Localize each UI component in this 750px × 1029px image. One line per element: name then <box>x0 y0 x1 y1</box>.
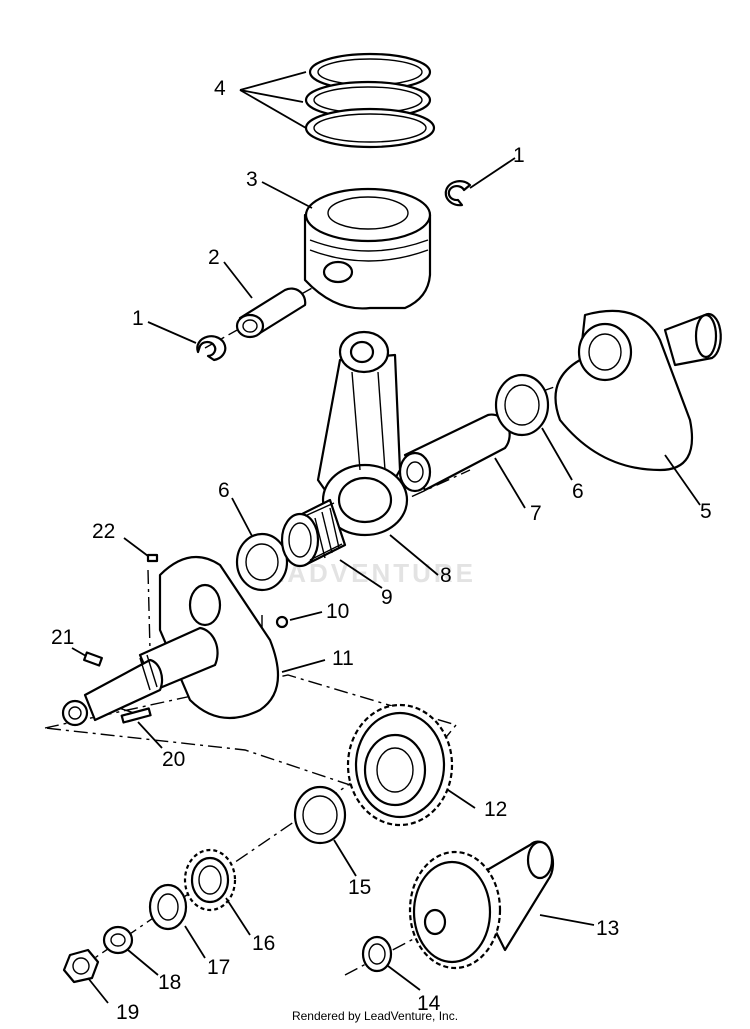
washer-14 <box>361 935 393 973</box>
callout-3: 3 <box>246 168 258 191</box>
callout-15: 15 <box>348 876 371 899</box>
crank-pin <box>398 413 511 493</box>
callout-1-left: 1 <box>132 307 144 330</box>
callout-22: 22 <box>92 520 115 543</box>
callout-21: 21 <box>51 626 74 649</box>
callout-12: 12 <box>484 798 507 821</box>
callout-10: 10 <box>326 600 349 623</box>
pin-20 <box>120 707 152 724</box>
callout-19: 19 <box>116 1001 139 1024</box>
callout-numbers: 4 3 1 2 1 6 6 7 5 8 9 10 11 22 21 20 12 … <box>51 77 712 1024</box>
callout-6-left: 6 <box>218 479 230 502</box>
callout-20: 20 <box>162 748 185 771</box>
needle-bearing <box>280 498 347 568</box>
circlip-top <box>444 180 472 207</box>
crankshaft-right-half <box>554 309 722 472</box>
footer-credit: Rendered by LeadVenture, Inc. <box>291 1009 459 1023</box>
sprocket <box>183 848 237 912</box>
dowel-pin-22 <box>146 553 159 563</box>
callout-7: 7 <box>530 502 542 525</box>
piston-pin <box>235 287 307 339</box>
washer-18 <box>102 925 134 955</box>
callout-9: 9 <box>381 586 393 609</box>
callout-16: 16 <box>252 932 275 955</box>
steel-ball <box>275 615 289 629</box>
callout-5: 5 <box>700 500 712 523</box>
callout-6-right: 6 <box>572 480 584 503</box>
callout-8: 8 <box>440 564 452 587</box>
callout-2: 2 <box>208 246 220 269</box>
thrust-washer-left <box>235 532 289 592</box>
callout-4: 4 <box>214 77 226 100</box>
hex-nut <box>62 948 100 984</box>
thrust-washer-right <box>494 373 550 437</box>
woodruff-key <box>83 651 103 667</box>
drive-gear <box>346 703 454 827</box>
crankshaft-left-half <box>61 555 280 727</box>
callout-18: 18 <box>158 971 181 994</box>
washer-15 <box>293 785 347 845</box>
callout-11: 11 <box>332 647 354 670</box>
callout-13: 13 <box>596 917 619 940</box>
circlip-left <box>196 335 227 362</box>
piston-rings <box>304 52 436 149</box>
callout-17: 17 <box>207 956 230 979</box>
callout-1-top: 1 <box>513 144 525 167</box>
callout-14: 14 <box>417 992 441 1015</box>
piston <box>303 187 432 310</box>
castle-nut <box>148 883 188 931</box>
connecting-rod <box>316 330 409 537</box>
balancer-gear <box>408 840 555 970</box>
leader-lines <box>71 71 701 1004</box>
